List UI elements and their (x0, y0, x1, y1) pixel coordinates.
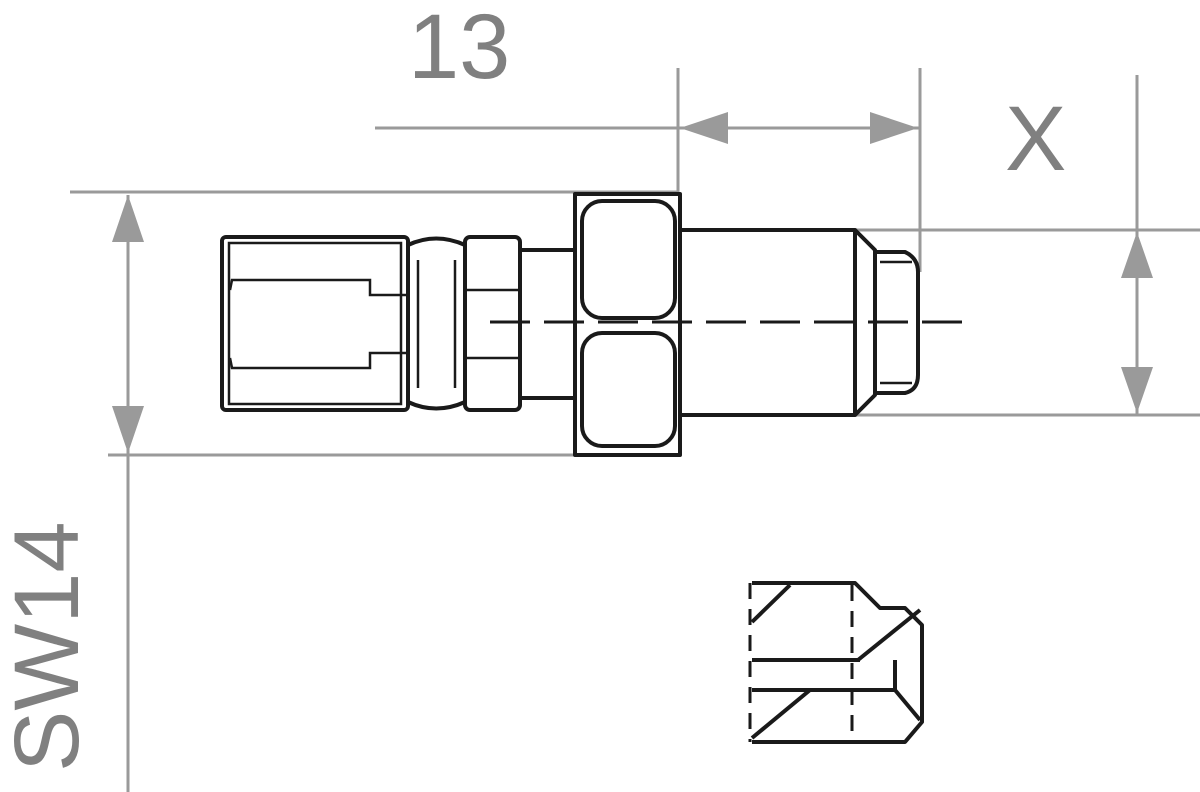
fitting-side-view (220, 192, 965, 457)
dimension-x-label: X (1005, 88, 1066, 190)
dimension-sw14-label: SW14 (0, 521, 98, 772)
dimension-sw14 (70, 190, 678, 792)
arrowhead-right (870, 112, 918, 144)
fitting-detail-view (748, 581, 924, 744)
arrowhead-down (1121, 367, 1153, 413)
dimension-13-label: 13 (408, 0, 510, 98)
dimension-x (850, 75, 1200, 417)
arrowhead-up (112, 195, 144, 242)
arrowhead-left (680, 112, 728, 144)
arrowhead-down (112, 406, 144, 453)
arrowhead-up (1121, 232, 1153, 278)
dimension-13 (375, 68, 922, 272)
